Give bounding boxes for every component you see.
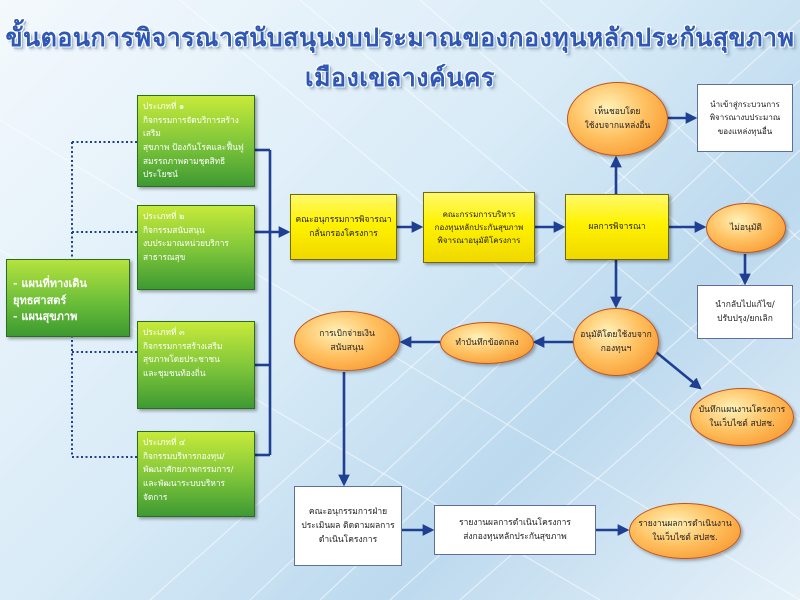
plan-line-health: - แผนสุขภาพ [13, 310, 78, 323]
report-web-oval: รายงานผลการดำเนินงาน ในเว็บไซต์ สปสช. [629, 503, 741, 559]
type-3-title: ประเภทที่ ๓ [143, 327, 185, 337]
report-web-line: ในเว็บไซต์ สปสช. [652, 533, 718, 543]
committee-line: คณะกรรมการบริหาร [442, 209, 516, 219]
type-4-title: ประเภทที่ ๔ [143, 437, 186, 447]
type-1-line: สมรรถภาพตามชุดสิทธิประโยชน์ [143, 155, 226, 180]
committee-box: คณะกรรมการบริหาร กองทุนหลักประกันสุขภาพ … [423, 192, 535, 263]
other-process-line: นำเข้าสู่กระบวนการ [710, 100, 780, 110]
evaluation-box: คณะอนุกรรมการฝ่าย ประเมินผล ติดตามผลการ … [294, 486, 402, 566]
type-3-box: ประเภทที่ ๓ กิจกรรมการสร้างเสริม สุขภาพโ… [137, 321, 255, 409]
disburse-oval: การเบิกจ่ายเงิน สนับสนุน [294, 311, 400, 371]
type-2-line: สาธารณสุข [143, 252, 186, 263]
disburse-line: การเบิกจ่ายเงิน [319, 328, 375, 339]
revise-box: นำกลับไปแก้ไข/ ปรับปรุง/ยกเลิก [697, 285, 793, 339]
agreement-oval: ทำบันทึกข้อตกลง [440, 322, 534, 364]
type-1-title: ประเภทที่ ๑ [143, 101, 185, 111]
other-source-line: เห็นชอบโดย [594, 106, 641, 117]
other-source-line: ใช้งบจากแหล่งอื่น [584, 121, 651, 131]
type-3-line: สุขภาพโดยประชาชน [143, 354, 220, 365]
type-3-line: กิจกรรมการสร้างเสริม [143, 340, 223, 351]
committee-line: กองทุนหลักประกันสุขภาพ [434, 222, 524, 232]
not-approved-label: ไม่อนุมัติ [730, 222, 762, 233]
type-1-box: ประเภทที่ ๑ กิจกรรมการจัดบริการสร้างเสริ… [137, 95, 255, 187]
plan-box: - แผนที่ทางเดินยุทธศาสตร์ - แผนสุขภาพ [6, 259, 130, 337]
report-line: ส่งกองทุนหลักประกันสุขภาพ [463, 532, 567, 542]
type-2-box: ประเภทที่ ๒ กิจกรรมสนับสนุน งบประมาณหน่ว… [137, 205, 255, 290]
approved-line: อนุมัติโดยใช้งบจาก [580, 329, 652, 340]
disburse-line: สนับสนุน [330, 343, 364, 353]
agreement-label: ทำบันทึกข้อตกลง [455, 337, 519, 348]
type-4-line: และพัฒนาระบบบริหารจัดการ [143, 478, 225, 502]
evaluation-line: ประเมินผล ติดตามผลการ [301, 520, 395, 531]
result-label: ผลการพิจารณา [588, 221, 646, 232]
type-4-line: พัฒนาศักยภาพกรรมการ/ [143, 464, 234, 475]
revise-line: ปรับปรุง/ยกเลิก [717, 314, 773, 324]
record-web-line: บันทึกแผนงานโครงการ [698, 404, 786, 415]
screening-line: คณะอนุกรรมการพิจารณา [295, 214, 392, 225]
type-2-line: งบประมาณหน่วยบริการ [143, 238, 229, 249]
other-source-oval: เห็นชอบโดย ใช้งบจากแหล่งอื่น [567, 82, 668, 156]
approved-oval: อนุมัติโดยใช้งบจาก กองทุนฯ [573, 308, 659, 376]
screening-line: กลั่นกรองโครงการ [309, 229, 378, 239]
other-process-line: ของแหล่งทุนอื่น [717, 126, 773, 136]
other-process-box: นำเข้าสู่กระบวนการ พิจารณางบประมาณ ของแห… [697, 84, 793, 152]
screening-subcommittee-box: คณะอนุกรรมการพิจารณา กลั่นกรองโครงการ [290, 194, 397, 260]
not-approved-oval: ไม่อนุมัติ [706, 203, 786, 253]
revise-line: นำกลับไปแก้ไข/ [715, 299, 775, 310]
approved-line: กองทุนฯ [600, 344, 632, 354]
type-4-line: กิจกรรมบริหารกองทุน/ [143, 450, 225, 461]
type-2-line: กิจกรรมสนับสนุน [143, 224, 205, 235]
record-web-line: ในเว็บไซต์ สปสช. [709, 419, 775, 429]
report-box: รายงานผลการดำเนินโครงการ ส่งกองทุนหลักปร… [434, 505, 596, 555]
type-2-title: ประเภทที่ ๒ [143, 211, 185, 221]
other-process-line: พิจารณางบประมาณ [709, 113, 781, 123]
report-web-line: รายงานผลการดำเนินงาน [638, 518, 732, 529]
type-3-line: และชุมชนท้องถิ่น [143, 368, 206, 379]
record-web-oval: บันทึกแผนงานโครงการ ในเว็บไซต์ สปสช. [690, 388, 794, 446]
evaluation-line: ดำเนินโครงการ [318, 535, 378, 545]
evaluation-line: คณะอนุกรรมการฝ่าย [308, 506, 388, 517]
plan-line-strategy: - แผนที่ทางเดินยุทธศาสตร์ [13, 277, 87, 307]
page-title: ขั้นตอนการพิจารณาสนับสนุนงบประมาณของกองท… [5, 23, 795, 92]
report-line: รายงานผลการดำเนินโครงการ [459, 517, 571, 528]
committee-line: พิจารณาอนุมัติโครงการ [437, 236, 521, 246]
type-1-line: กิจกรรมการจัดบริการสร้างเสริม [143, 114, 239, 139]
result-box: ผลการพิจารณา [565, 194, 669, 260]
type-1-line: สุขภาพ ป้องกันโรคและฟื้นฟู [143, 142, 244, 153]
type-4-box: ประเภทที่ ๔ กิจกรรมบริหารกองทุน/ พัฒนาศั… [137, 431, 255, 517]
